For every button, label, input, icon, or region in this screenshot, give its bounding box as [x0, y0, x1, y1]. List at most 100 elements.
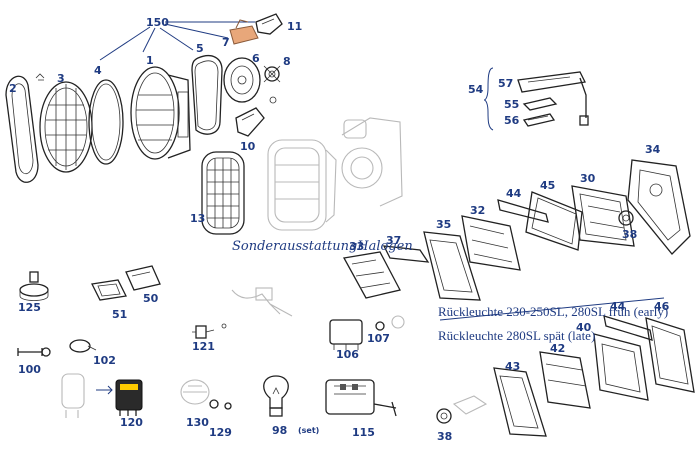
label-3: 3	[57, 72, 65, 85]
tail-reflector-32[interactable]	[461, 215, 521, 271]
label-54: 54	[468, 83, 484, 96]
label-38-lower: 38	[437, 430, 452, 443]
tail-frame-35[interactable]	[423, 231, 481, 301]
label-30: 30	[580, 172, 596, 185]
label-32: 32	[470, 204, 485, 217]
label-4: 4	[94, 64, 102, 77]
leader-lines-150	[99, 21, 255, 61]
lamp-50[interactable]	[125, 265, 161, 291]
label-115: 115	[352, 426, 375, 439]
adjuster-plate[interactable]	[235, 107, 265, 137]
lamp-gasket-56[interactable]	[522, 113, 556, 127]
label-40: 40	[576, 321, 592, 334]
lens-gasket[interactable]	[88, 79, 124, 165]
tail-frame-44-early[interactable]	[497, 199, 549, 223]
label-43: 43	[505, 360, 520, 373]
label-46: 46	[654, 300, 670, 313]
label-120: 120	[120, 416, 143, 429]
label-45: 45	[540, 179, 555, 192]
ghost-grommet	[391, 315, 405, 329]
gasket-37[interactable]	[382, 245, 430, 263]
reflector-gasket[interactable]	[191, 55, 223, 135]
bulb-100[interactable]	[17, 347, 51, 357]
halogen-ghost-assembly	[267, 117, 403, 231]
caption-divider	[439, 297, 665, 321]
bulb-holder-orange[interactable]	[229, 19, 259, 45]
bulb-98[interactable]	[263, 375, 289, 417]
label-130: 130	[186, 416, 209, 429]
grommet-38-upper[interactable]	[618, 210, 634, 226]
gasket-51[interactable]	[91, 279, 127, 301]
socket-125[interactable]	[19, 271, 49, 301]
arrow-120	[96, 385, 113, 395]
license-lamp-57[interactable]	[517, 71, 589, 126]
label-107: 107	[367, 332, 390, 345]
label-10: 10	[240, 140, 256, 153]
halogen-insert[interactable]	[201, 151, 245, 235]
label-55: 55	[504, 98, 519, 111]
label-set: (set)	[298, 426, 319, 435]
wiring-121[interactable]	[192, 323, 227, 339]
nut-107[interactable]	[375, 321, 385, 331]
headlight-housing[interactable]	[130, 66, 191, 160]
caption-early: Rückleuchte 230-250SL, 280SL früh (early…	[438, 304, 668, 319]
bulb-socket[interactable]	[263, 65, 281, 83]
label-125: 125	[18, 301, 41, 314]
tail-reflector-42[interactable]	[539, 351, 591, 409]
halogen-reflector[interactable]	[223, 57, 261, 103]
flasher-106[interactable]	[329, 319, 363, 350]
lamp-lens-55[interactable]	[522, 97, 558, 111]
label-37: 37	[386, 234, 401, 247]
label-5: 5	[196, 42, 204, 55]
lens-clip	[35, 73, 45, 81]
ghost-harness	[231, 287, 293, 317]
washer-129[interactable]	[209, 399, 232, 410]
tail-frame-43[interactable]	[493, 367, 547, 437]
label-11: 11	[287, 20, 302, 33]
bulb-102[interactable]	[69, 339, 97, 353]
label-33: 33	[349, 240, 364, 253]
label-100: 100	[18, 363, 41, 376]
tail-gasket-45[interactable]	[525, 191, 583, 251]
label-106: 106	[336, 348, 359, 361]
label-2: 2	[9, 82, 17, 95]
relay-120[interactable]	[115, 379, 143, 416]
headlight-bezel[interactable]	[5, 75, 39, 183]
ghost-bulb-130	[180, 379, 210, 405]
label-1: 1	[146, 54, 154, 67]
screw	[269, 96, 277, 104]
ghost-flasher	[61, 373, 85, 418]
label-13: 13	[190, 212, 205, 225]
label-150: 150	[146, 16, 169, 29]
label-34: 34	[645, 143, 661, 156]
license-lamp-bracket	[483, 67, 494, 131]
label-44-late: 44	[610, 300, 626, 313]
label-102: 102	[93, 354, 116, 367]
caption-halogen: SonderausstattungHalogen	[232, 239, 413, 254]
label-7: 7	[222, 36, 230, 49]
grommet-38-lower[interactable]	[436, 408, 452, 424]
label-51: 51	[112, 308, 127, 321]
label-35: 35	[436, 218, 451, 231]
label-50: 50	[143, 292, 159, 305]
labels: 150 11 7 5 6 8 2 3 4 1 10 13 54 57 55 56…	[9, 16, 670, 443]
label-8: 8	[283, 55, 291, 68]
tail-lens-40[interactable]	[593, 333, 649, 401]
caption-late: Rückleuchte 280SL spät (late)	[438, 328, 595, 343]
headlight-lens[interactable]	[39, 81, 93, 173]
tail-lens-30[interactable]	[571, 185, 635, 247]
label-38-upper: 38	[622, 228, 637, 241]
label-121: 121	[192, 340, 215, 353]
switch-115[interactable]	[325, 379, 397, 417]
label-98: 98	[272, 424, 287, 437]
bulb-holder-33[interactable]	[342, 251, 401, 299]
label-129: 129	[209, 426, 232, 439]
label-42: 42	[550, 342, 565, 355]
tail-frame-44-late[interactable]	[603, 315, 653, 341]
tail-frame-46[interactable]	[645, 317, 695, 393]
tail-housing-34[interactable]	[627, 159, 691, 255]
bracket-11[interactable]	[255, 13, 283, 35]
label-56: 56	[504, 114, 520, 127]
ghost-socket	[452, 395, 488, 415]
